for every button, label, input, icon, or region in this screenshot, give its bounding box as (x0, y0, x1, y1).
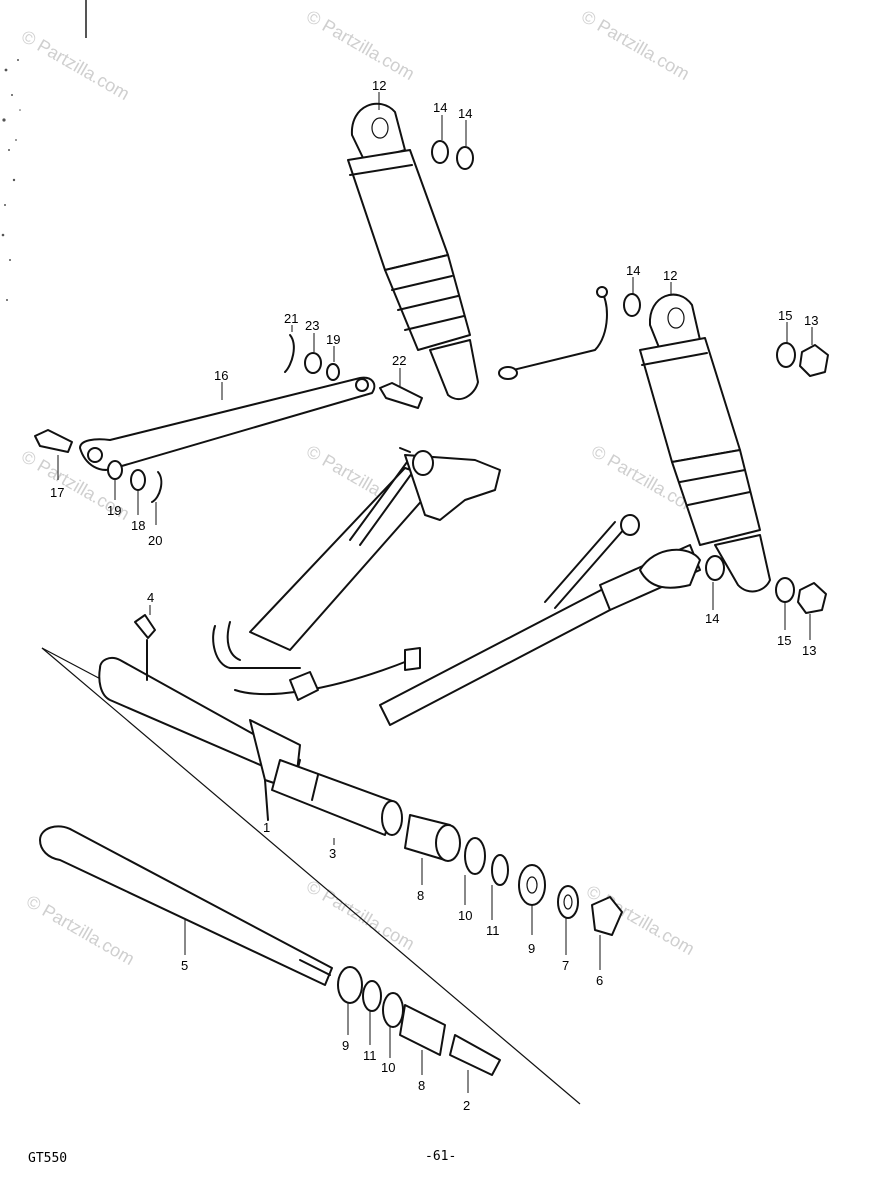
callout-2: 2 (463, 1098, 470, 1113)
callout-4: 4 (147, 590, 154, 605)
callout-10: 10 (381, 1060, 395, 1075)
collar-2 (449, 1034, 501, 1076)
washer-14 (623, 293, 641, 317)
callout-14: 14 (433, 100, 447, 115)
callout-3: 3 (329, 846, 336, 861)
callout-8: 8 (418, 1078, 425, 1093)
callout-13: 13 (802, 643, 816, 658)
washer-14 (431, 140, 449, 164)
callout-7: 7 (562, 958, 569, 973)
washer-10 (464, 837, 486, 875)
washer-10 (382, 992, 404, 1028)
nut-23 (304, 352, 322, 374)
callout-10: 10 (458, 908, 472, 923)
cotter-pin-20 (151, 471, 163, 503)
bushing (399, 1004, 446, 1056)
nut-13 (797, 582, 827, 614)
washer-19 (107, 460, 123, 480)
watermark: © Partzilla.com (23, 891, 138, 969)
washer-9 (518, 864, 546, 906)
model-label: GT550 (28, 1151, 67, 1166)
washer-7 (557, 885, 579, 919)
guide-line (41, 647, 581, 1105)
leader-lines (57, 92, 813, 1093)
watermark: © Partzilla.com (18, 26, 133, 104)
bushing (404, 814, 461, 862)
torque-arm (79, 376, 376, 471)
watermark: © Partzilla.com (578, 6, 693, 84)
bolt-17 (34, 429, 73, 453)
pivot-bolt (39, 825, 333, 986)
callout-1: 1 (263, 820, 270, 835)
callout-17: 17 (50, 485, 64, 500)
callout-22: 22 (392, 353, 406, 368)
callout-15: 15 (777, 633, 791, 648)
callout-14: 14 (626, 263, 640, 278)
brake-hose-bracket (504, 289, 608, 373)
page-number: -61- (425, 1149, 456, 1164)
washer-11 (491, 854, 509, 886)
rear-shock-absorber-left (347, 102, 479, 401)
nut-6 (591, 896, 623, 936)
callout-14: 14 (705, 611, 719, 626)
watermark: © Partzilla.com (303, 876, 418, 954)
callout-21: 21 (284, 311, 298, 326)
nut-18 (130, 469, 146, 491)
washer-9 (337, 966, 363, 1004)
callout-16: 16 (214, 368, 228, 383)
washer-15 (776, 342, 796, 368)
callout-11: 11 (486, 923, 500, 938)
callout-15: 15 (778, 308, 792, 323)
washer-15 (775, 577, 795, 603)
callout-6: 6 (596, 973, 603, 988)
swing-arm (98, 447, 725, 821)
callout-20: 20 (148, 533, 162, 548)
bolt-22 (379, 382, 423, 409)
callout-9: 9 (528, 941, 535, 956)
pivot-sleeve (271, 759, 403, 836)
washer-11 (362, 980, 382, 1012)
washer-14 (456, 146, 474, 170)
callout-18: 18 (131, 518, 145, 533)
callout-14: 14 (458, 106, 472, 121)
watermark: © Partzilla.com (303, 6, 418, 84)
callout-8: 8 (417, 888, 424, 903)
callout-13: 13 (804, 313, 818, 328)
scan-edge-noise (1, 0, 87, 301)
callout-23: 23 (305, 318, 319, 333)
callout-9: 9 (342, 1038, 349, 1053)
callout-labels: 12 14 14 14 12 15 13 21 23 19 22 16 17 1… (50, 78, 818, 1113)
grease-nipple (134, 614, 156, 639)
callout-19: 19 (326, 332, 340, 347)
cotter-pin-21 (284, 334, 295, 373)
rear-shock-absorber-right (639, 293, 771, 593)
callout-11: 11 (363, 1048, 377, 1063)
callout-12: 12 (372, 78, 386, 93)
nut-13 (799, 344, 829, 377)
callout-12: 12 (663, 268, 677, 283)
callout-19: 19 (107, 503, 121, 518)
callout-5: 5 (181, 958, 188, 973)
washer-19 (326, 363, 340, 381)
